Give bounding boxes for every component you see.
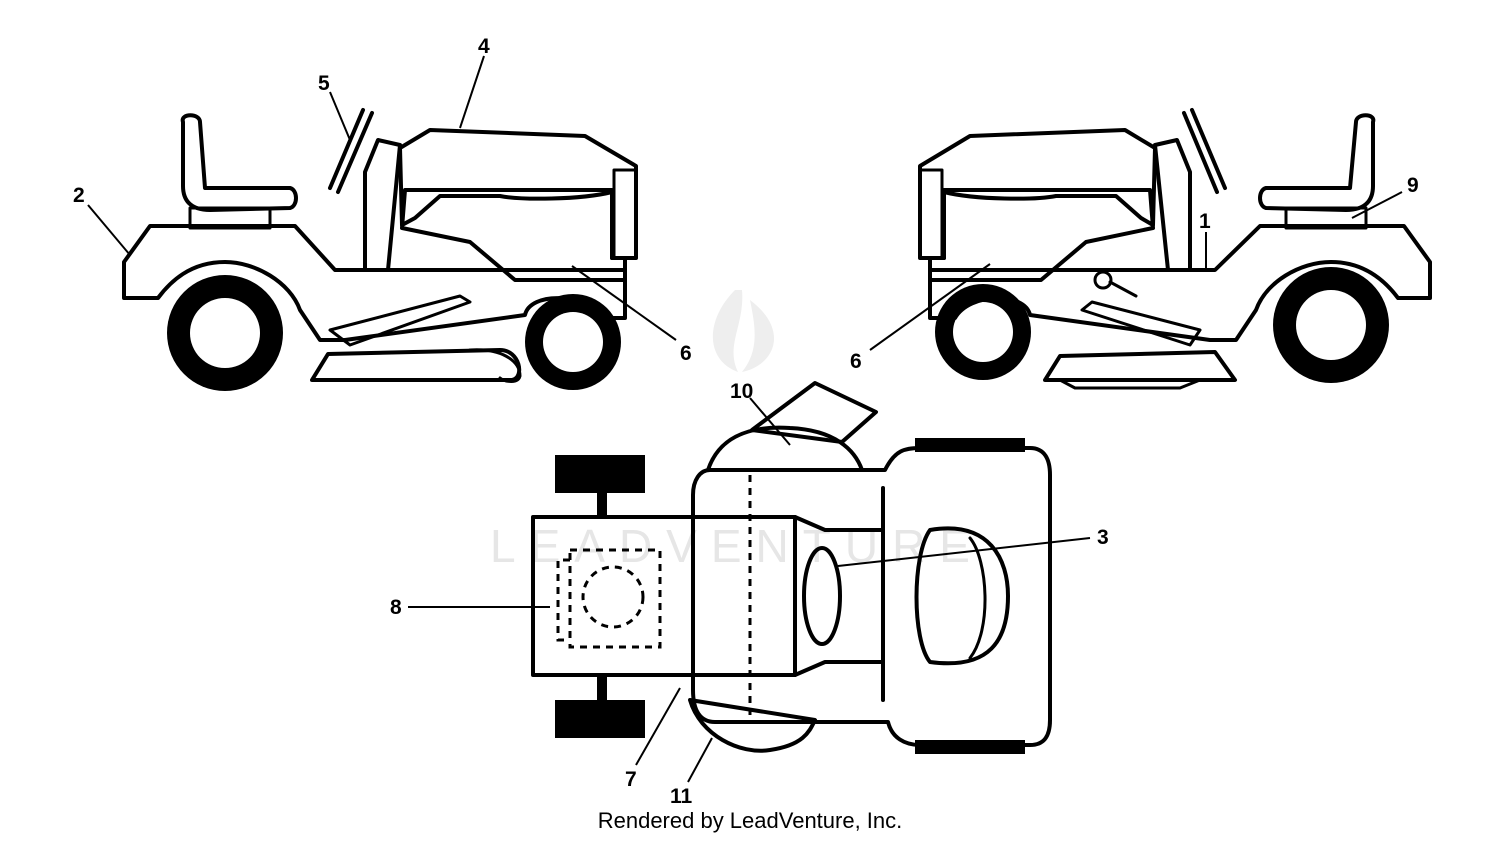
top-steering-oval: [802, 546, 842, 646]
left-hood-side: [400, 188, 627, 282]
top-rear-tire-lower: [555, 700, 645, 738]
right-steering-wheel-2: [1182, 111, 1219, 194]
footer-credit: Rendered by LeadVenture, Inc.: [597, 808, 903, 833]
right-lever-knob: [1093, 270, 1113, 290]
right-grille: [918, 168, 944, 260]
top-hood-oval-inner: [968, 536, 987, 660]
left-deck-chute: [468, 348, 522, 383]
leader-9: [1351, 191, 1403, 219]
left-footrest: [328, 294, 472, 347]
watermark-text: LEADVENTURE: [490, 520, 984, 572]
top-axle-lower: [597, 675, 607, 700]
top-hood-oval: [914, 526, 1010, 666]
left-grille: [612, 168, 638, 260]
left-side-view: [122, 108, 638, 391]
right-footrest: [1080, 300, 1202, 347]
leader-3: [837, 537, 1091, 567]
callout-10: 10: [730, 380, 753, 403]
callouts: 1 2 3 4 5 6 6 7 8 9 10 11: [73, 35, 1419, 808]
leader-5: [329, 91, 351, 141]
leader-4: [459, 55, 485, 129]
callout-3: 3: [1097, 526, 1109, 549]
right-body: [928, 224, 1432, 342]
left-front-rim: [543, 312, 603, 372]
top-rear-tire-upper: [555, 455, 645, 493]
callout-5: 5: [318, 72, 330, 95]
right-seat-base: [1284, 206, 1368, 230]
top-view: [531, 381, 1052, 754]
right-steering-wheel: [1190, 108, 1227, 190]
leader-6a: [571, 265, 677, 341]
watermark-flame-icon: [712, 290, 775, 372]
leader-lines: [87, 55, 1403, 783]
left-rear-rim: [190, 298, 260, 368]
left-steering-wheel-2: [336, 111, 374, 194]
callout-2: 2: [73, 184, 85, 207]
top-axle-upper: [597, 493, 607, 518]
right-lever: [1108, 280, 1138, 298]
top-body: [531, 515, 885, 677]
top-seat-circle: [581, 565, 645, 629]
right-deck-skirt: [1058, 378, 1202, 390]
right-hood: [918, 128, 1157, 260]
top-deck-arc: [688, 698, 817, 753]
top-seat-back: [556, 558, 570, 642]
leader-6b: [869, 263, 991, 351]
left-seat: [180, 113, 298, 212]
callout-9: 9: [1407, 174, 1419, 197]
callout-7: 7: [625, 768, 637, 791]
top-chute-base: [706, 425, 864, 472]
right-hood-side: [928, 188, 1155, 282]
callout-8: 8: [390, 596, 402, 619]
left-seat-base: [188, 206, 272, 230]
right-seat: [1258, 113, 1376, 212]
right-mower-deck: [1043, 350, 1237, 382]
leader-7: [635, 687, 681, 766]
left-steering-wheel: [328, 108, 365, 190]
top-discharge-chute: [750, 381, 878, 444]
right-side-view: [918, 108, 1432, 390]
left-hood: [398, 128, 638, 260]
callout-6a: 6: [680, 342, 692, 365]
leader-11: [687, 737, 713, 783]
right-steering-column: [1153, 138, 1192, 272]
top-seat-outline: [568, 548, 662, 649]
callout-6b: 6: [850, 350, 862, 373]
left-body: [122, 224, 627, 342]
callout-11: 11: [670, 785, 693, 808]
top-mower-deck: [691, 446, 1052, 747]
left-mower-deck: [310, 348, 522, 382]
callout-1: 1: [1199, 210, 1211, 233]
leader-10: [749, 397, 791, 446]
right-rear-rim: [1296, 290, 1366, 360]
leader-2: [87, 204, 131, 256]
watermark: LEADVENTURE: [490, 290, 984, 572]
callout-4: 4: [478, 35, 490, 58]
right-front-rim: [953, 302, 1013, 362]
left-steering-column: [363, 138, 402, 272]
